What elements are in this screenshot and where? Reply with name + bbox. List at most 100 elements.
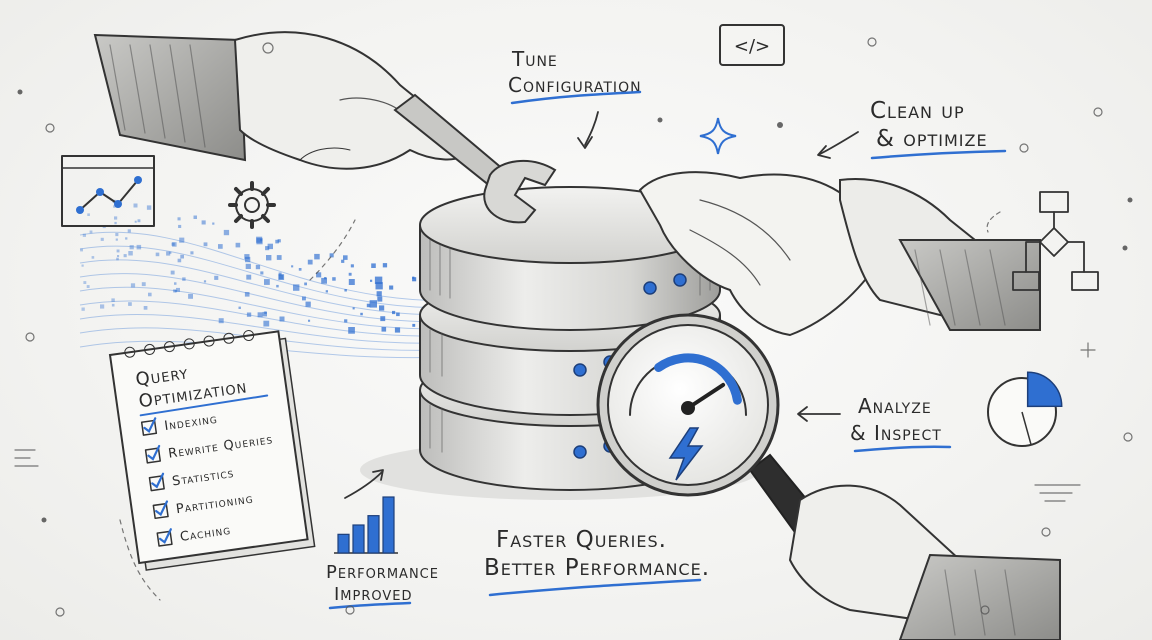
analyze-label-line1: Analyze xyxy=(858,394,932,418)
data-particle xyxy=(344,289,347,292)
data-particle xyxy=(83,281,87,284)
data-particle xyxy=(278,272,282,276)
bar-chart-bar xyxy=(337,533,350,554)
data-particle xyxy=(130,283,136,288)
checklist-item: Indexing xyxy=(140,412,219,436)
data-particle xyxy=(260,271,264,275)
data-particle xyxy=(188,293,193,299)
pie-slice xyxy=(1026,371,1063,408)
data-particle xyxy=(276,255,282,260)
data-particle xyxy=(379,305,385,311)
data-particle xyxy=(245,263,251,269)
data-particle xyxy=(376,291,382,297)
data-particle xyxy=(293,284,300,291)
data-particle xyxy=(134,220,137,223)
faster-label-line1: Faster Queries. xyxy=(496,527,667,553)
data-particle xyxy=(348,327,355,334)
stream-line xyxy=(79,286,471,330)
data-particle xyxy=(344,319,348,323)
data-particle xyxy=(86,285,90,288)
bar-chart-icon xyxy=(334,496,398,554)
pie-chart-icon xyxy=(987,371,1063,447)
performance-label: Performance Improved xyxy=(326,469,438,610)
data-particle xyxy=(155,252,160,257)
data-particle xyxy=(266,255,272,261)
data-particle xyxy=(279,316,285,322)
data-particle xyxy=(115,233,119,237)
notepad: Query Optimization Indexing Rewrite Quer… xyxy=(108,330,316,571)
data-particle xyxy=(203,280,207,283)
clean-label-line2: & optimize xyxy=(876,126,988,152)
lightning-icon xyxy=(668,427,704,481)
data-particle xyxy=(182,277,186,281)
data-particle xyxy=(176,287,180,292)
code-badge-text: </> xyxy=(734,36,770,57)
data-particle xyxy=(116,249,120,253)
analyze-label: Analyze & Inspect xyxy=(797,394,952,453)
data-particle xyxy=(89,230,93,234)
data-particle xyxy=(375,282,383,290)
data-particle xyxy=(203,242,208,247)
clean-up-label: Clean up & optimize xyxy=(817,98,1007,160)
data-particle xyxy=(91,256,95,259)
data-particle xyxy=(111,303,115,307)
data-particle xyxy=(265,246,270,251)
data-particle xyxy=(177,258,182,263)
data-particle xyxy=(114,221,117,225)
data-particle xyxy=(170,270,175,275)
data-particle xyxy=(255,264,261,270)
data-particle xyxy=(291,265,294,268)
data-particle xyxy=(115,238,118,241)
data-particle xyxy=(123,254,127,258)
data-particle xyxy=(148,292,152,297)
data-particle xyxy=(173,289,177,293)
tune-configuration-label: Tune Configuration xyxy=(508,47,642,149)
data-particle xyxy=(218,318,224,324)
data-particle xyxy=(341,259,345,263)
data-particle xyxy=(190,251,194,255)
data-particle xyxy=(316,272,322,278)
data-particle xyxy=(263,320,270,327)
data-particle xyxy=(136,244,142,250)
data-particle xyxy=(307,259,313,265)
checklist-item-label: Caching xyxy=(179,523,232,545)
data-particle xyxy=(177,217,181,221)
data-particle xyxy=(257,312,263,318)
data-particle xyxy=(396,312,400,317)
data-particle xyxy=(321,277,327,284)
data-particle xyxy=(350,264,354,268)
analyze-label-line2: & Inspect xyxy=(850,421,942,445)
data-particle xyxy=(324,277,327,280)
decorative-doodles xyxy=(14,37,1133,617)
data-particle xyxy=(81,264,84,267)
gear-icon xyxy=(228,181,276,229)
stream-line xyxy=(79,231,471,302)
data-particle xyxy=(314,253,320,260)
data-particle xyxy=(133,203,138,208)
data-particle xyxy=(201,220,206,225)
data-particle xyxy=(370,279,373,282)
data-particle xyxy=(278,274,284,280)
data-particle xyxy=(264,279,270,285)
pie-divider xyxy=(1021,411,1032,446)
data-particle xyxy=(366,303,371,308)
data-particle xyxy=(129,245,134,250)
data-particle xyxy=(193,215,197,219)
data-particle xyxy=(141,282,146,287)
data-particle xyxy=(371,263,376,268)
stream-line xyxy=(79,259,471,316)
data-particle xyxy=(332,277,336,281)
bar-chart-bar xyxy=(382,496,395,554)
data-particle xyxy=(80,248,83,252)
sparkle-icon xyxy=(699,117,737,155)
data-particle xyxy=(82,233,86,237)
bar-chart-bar xyxy=(352,524,365,554)
stream-line xyxy=(79,245,471,309)
data-particle xyxy=(111,298,115,302)
data-particle xyxy=(113,205,116,208)
data-particle xyxy=(352,307,355,310)
data-particle xyxy=(246,312,252,317)
data-particle xyxy=(348,279,355,285)
performance-label-line2: Improved xyxy=(334,584,413,605)
